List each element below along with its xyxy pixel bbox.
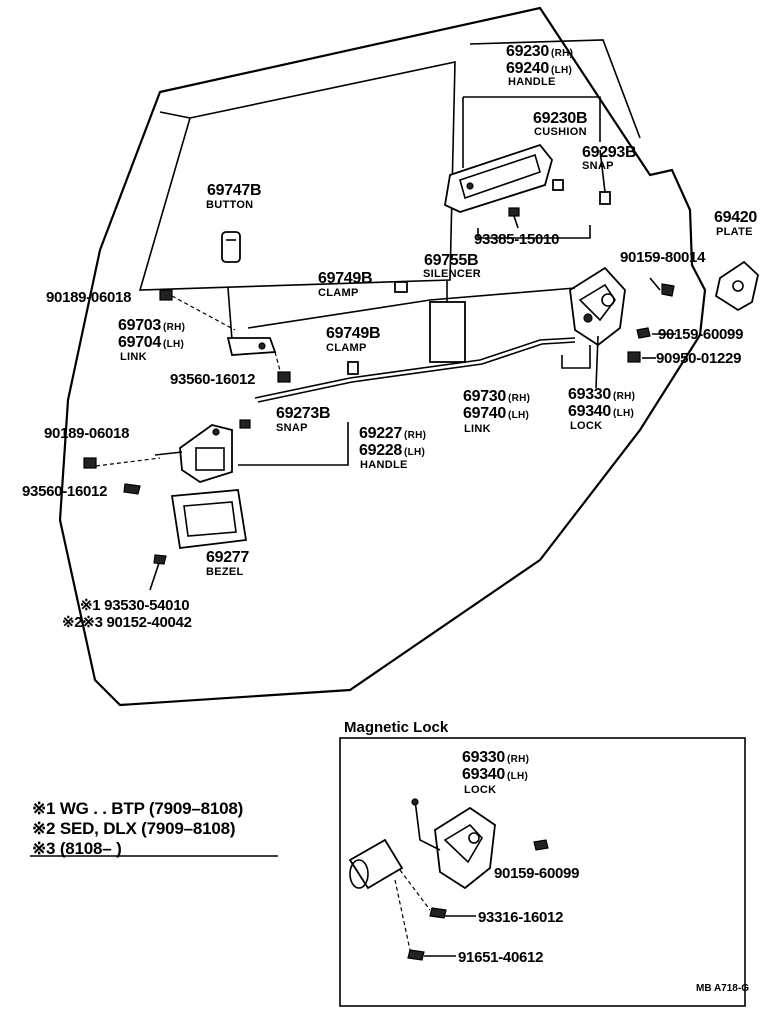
outside-handle-part xyxy=(443,143,553,213)
legend-line-2: ※2 SED, DLX (7909–8108) xyxy=(32,819,236,838)
bolt-90159-60099 xyxy=(636,327,651,339)
label-snap-mid: SNAP xyxy=(276,422,308,434)
bolt-90159-80014 xyxy=(661,283,675,297)
nut-93560-upper xyxy=(277,371,291,383)
door-panel-outline xyxy=(58,6,707,707)
label-plate: PLATE xyxy=(716,226,753,238)
label-magnetic-lock: LOCK xyxy=(464,784,497,796)
label-90189-upper: 90189-06018 xyxy=(46,289,132,306)
label-magnetic-69340: 69340(LH) xyxy=(462,766,529,783)
door-lock-part xyxy=(569,266,626,347)
label-silencer: SILENCER xyxy=(423,268,482,280)
label-clamp-lower: CLAMP xyxy=(326,342,367,354)
label-69704: 69704(LH) xyxy=(118,334,185,351)
label-magnetic-91651: 91651-40612 xyxy=(458,949,544,966)
label-magnetic-90159-60099: 90159-60099 xyxy=(494,865,580,882)
magnetic-lock-part xyxy=(411,798,496,890)
clamp-part-lower xyxy=(347,361,359,375)
label-link-mid: LINK xyxy=(464,423,491,435)
label-69749b-lower: 69749B xyxy=(326,325,381,342)
label-69277: 69277 xyxy=(206,549,249,566)
label-90950: 90950-01229 xyxy=(656,350,742,367)
label-69273b: 69273B xyxy=(276,405,331,422)
label-69240: 69240(LH) xyxy=(506,60,573,77)
nut-90950 xyxy=(627,351,641,363)
snap-69273b xyxy=(239,419,251,429)
bolt-91651 xyxy=(407,949,425,961)
label-note1-screw: ※1 93530-54010 xyxy=(80,597,190,614)
label-69227: 69227(RH) xyxy=(359,425,427,442)
label-69730: 69730(RH) xyxy=(463,388,531,405)
window-frame xyxy=(138,61,456,291)
label-magnetic-93316: 93316-16012 xyxy=(478,909,564,926)
label-69228: 69228(LH) xyxy=(359,442,426,459)
bolt-90159-60099-magnetic xyxy=(533,839,549,851)
label-bezel: BEZEL xyxy=(206,566,244,578)
drawing-ref-code: MB A718-G xyxy=(696,983,749,994)
silencer-part xyxy=(429,301,466,363)
label-93560-lower: 93560-16012 xyxy=(22,483,108,500)
bolt-93316 xyxy=(429,907,447,919)
label-69293b: 69293B xyxy=(582,144,637,161)
lock-button-part xyxy=(221,231,241,263)
plate-part xyxy=(714,260,759,312)
solenoid-part xyxy=(348,838,404,890)
bellcrank-part xyxy=(226,337,277,356)
snap-part xyxy=(599,191,611,205)
clamp-part-upper xyxy=(394,281,408,293)
label-handle-top: HANDLE xyxy=(508,76,556,88)
label-69755b: 69755B xyxy=(424,252,479,269)
label-link-left: LINK xyxy=(120,351,147,363)
label-69330: 69330(RH) xyxy=(568,386,636,403)
bezel-part xyxy=(170,489,248,549)
label-69740: 69740(LH) xyxy=(463,405,530,422)
label-93560-upper: 93560-16012 xyxy=(170,371,256,388)
label-cushion: CUSHION xyxy=(534,126,587,138)
label-69230: 69230(RH) xyxy=(506,43,574,60)
label-snap-top: SNAP xyxy=(582,160,614,172)
magnetic-lock-box xyxy=(339,737,746,1007)
label-lock-main: LOCK xyxy=(570,420,603,432)
screw-93560-lower xyxy=(123,483,141,495)
legend-line-1: ※1 WG . . BTP (7909–8108) xyxy=(32,799,244,818)
label-button: BUTTON xyxy=(206,199,254,211)
label-69749b-upper: 69749B xyxy=(318,270,373,287)
label-93385: 93385-15010 xyxy=(474,231,560,248)
cushion-part xyxy=(552,179,564,191)
label-magnetic-69330: 69330(RH) xyxy=(462,749,530,766)
screw-93385 xyxy=(508,207,520,229)
label-69340: 69340(LH) xyxy=(568,403,635,420)
legend-line-3: ※3 (8108– ) xyxy=(32,839,122,858)
label-note23-screw: ※2※3 90152-40042 xyxy=(62,614,192,631)
magnetic-lock-title: Magnetic Lock xyxy=(344,719,449,736)
label-69703: 69703(RH) xyxy=(118,317,186,334)
label-handle-mid: HANDLE xyxy=(360,459,408,471)
clip-90189-upper xyxy=(159,289,173,301)
label-90189-lower: 90189-06018 xyxy=(44,425,130,442)
clip-90189-lower xyxy=(83,457,97,469)
label-90159-60099: 90159-60099 xyxy=(658,326,744,343)
inside-handle-part xyxy=(154,424,233,483)
label-69747b: 69747B xyxy=(207,182,262,199)
label-clamp-upper: CLAMP xyxy=(318,287,359,299)
label-69420: 69420 xyxy=(714,209,757,226)
screw-bezel xyxy=(153,554,167,565)
label-69230b: 69230B xyxy=(533,110,588,127)
label-90159-80014: 90159-80014 xyxy=(620,249,706,266)
